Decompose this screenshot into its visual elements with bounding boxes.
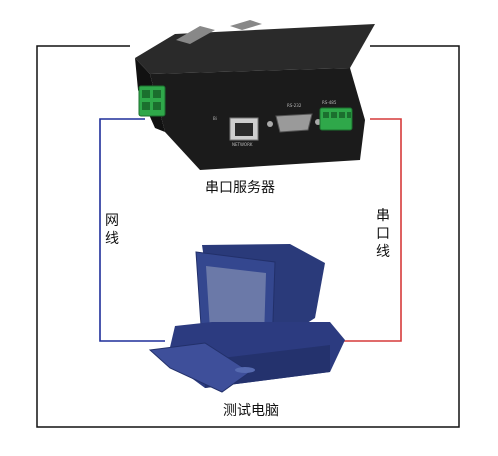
test-computer	[148, 244, 345, 393]
device-label-rs485: RS-485	[322, 100, 337, 105]
device-top	[135, 24, 375, 74]
terminal-block-left	[138, 85, 166, 117]
serial-cable-line	[340, 118, 402, 342]
serial-server-label: 串口服务器	[205, 180, 275, 196]
device-mount-clip-left	[176, 26, 215, 44]
device-label-lan: NETWORK	[232, 142, 253, 147]
serial-server-device: Bi RS-232 RS-485 NETWORK	[135, 20, 375, 170]
keyboard-logo	[235, 367, 255, 373]
network-cable-label: 网 线	[105, 213, 119, 247]
device-label-rs232: RS-232	[287, 103, 302, 108]
terminal-block-right	[319, 107, 353, 131]
db9-port	[267, 113, 321, 133]
frame-path	[36, 45, 460, 428]
network-cable-line	[99, 118, 165, 342]
test-pc-label: 测试电脑	[223, 403, 279, 419]
outer-frame	[36, 45, 460, 428]
ethernet-port	[229, 117, 259, 141]
serial-cable-label: 串 口 线	[376, 208, 390, 260]
device-brand: Bi	[213, 116, 217, 121]
monitor-screen	[206, 266, 266, 338]
db9-screw-left	[267, 121, 273, 127]
keyboard	[148, 342, 251, 393]
device-mount-clip-right	[230, 20, 262, 30]
